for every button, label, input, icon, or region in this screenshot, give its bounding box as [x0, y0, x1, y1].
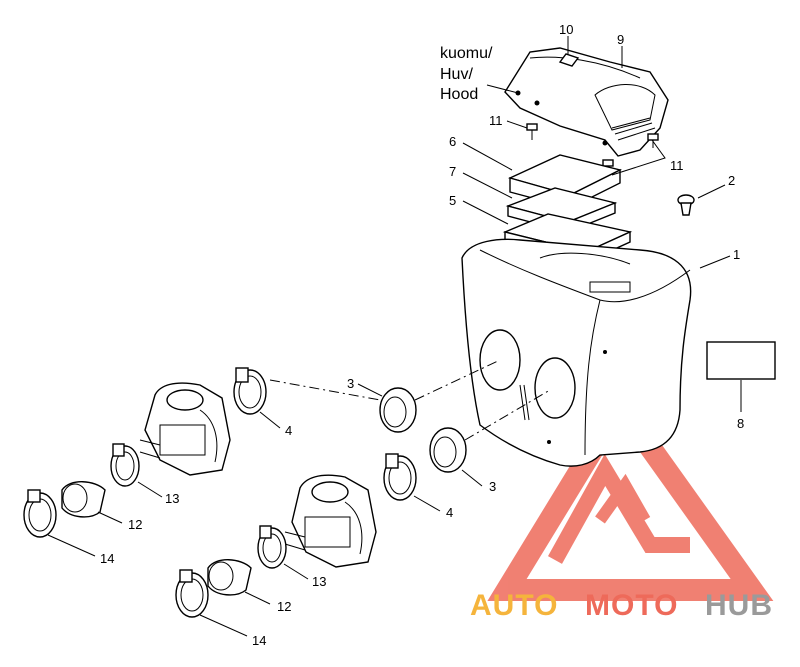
clamp-part-14-lower: [175, 569, 209, 618]
badge-part-10: [558, 53, 580, 67]
decal-part-8: [706, 341, 776, 380]
callout-14-upper: 14: [100, 551, 114, 566]
hood-label-line-3: Hood: [440, 86, 478, 103]
centerline: [414, 359, 501, 401]
callout-13-lower: 13: [312, 574, 326, 589]
callout-1: 1: [733, 247, 740, 262]
callout-4-lower: 4: [446, 505, 453, 520]
sleeve-part-12-lower: [207, 559, 252, 596]
sleeve-part-12-upper: [61, 481, 106, 518]
watermark-moto: MOTO: [585, 589, 678, 622]
callout-9: 9: [617, 32, 624, 47]
callout-3-lower: 3: [489, 479, 496, 494]
callout-7: 7: [449, 164, 456, 179]
callout-12-lower: 12: [277, 599, 291, 614]
rivet-part-2: [677, 194, 695, 216]
ring-part-3-upper: [379, 387, 417, 433]
carburetor-lower: [284, 474, 377, 568]
centerline: [269, 379, 381, 401]
watermark-logo: [487, 385, 774, 601]
hood-label-line-1: kuomu/: [440, 45, 493, 62]
watermark-hub: HUB: [705, 589, 773, 622]
clamp-part-14-upper: [23, 489, 57, 538]
callout-6: 6: [449, 134, 456, 149]
clamp-part-4-upper: [233, 367, 267, 415]
hood-part-9: [504, 47, 669, 157]
callout-8: 8: [737, 416, 744, 431]
clamp-part-4-lower: [383, 453, 417, 501]
centerline: [464, 389, 551, 441]
screw-part-11: [526, 123, 659, 176]
carburetor-upper: [139, 382, 231, 476]
callout-3-upper: 3: [347, 376, 354, 391]
callout-13-upper: 13: [165, 491, 179, 506]
callout-11-left: 11: [489, 113, 503, 128]
clamp-part-13-upper: [110, 443, 140, 487]
callout-5: 5: [449, 193, 456, 208]
callout-11-right: 11: [670, 158, 684, 173]
ring-part-3-lower: [429, 427, 467, 473]
hood-label-line-2: Huv/: [440, 66, 473, 83]
leader-lines: [47, 36, 742, 637]
watermark-auto: AUTO: [470, 589, 558, 622]
callout-12-upper: 12: [128, 517, 142, 532]
watermark-text: AUTO MOTO HUB: [470, 589, 773, 622]
callout-14-lower: 14: [252, 633, 266, 648]
callout-4-upper: 4: [285, 423, 292, 438]
callout-10: 10: [559, 22, 573, 37]
clamp-part-13-lower: [257, 525, 287, 569]
callout-2: 2: [728, 173, 735, 188]
airbox-part-1: [461, 238, 692, 467]
